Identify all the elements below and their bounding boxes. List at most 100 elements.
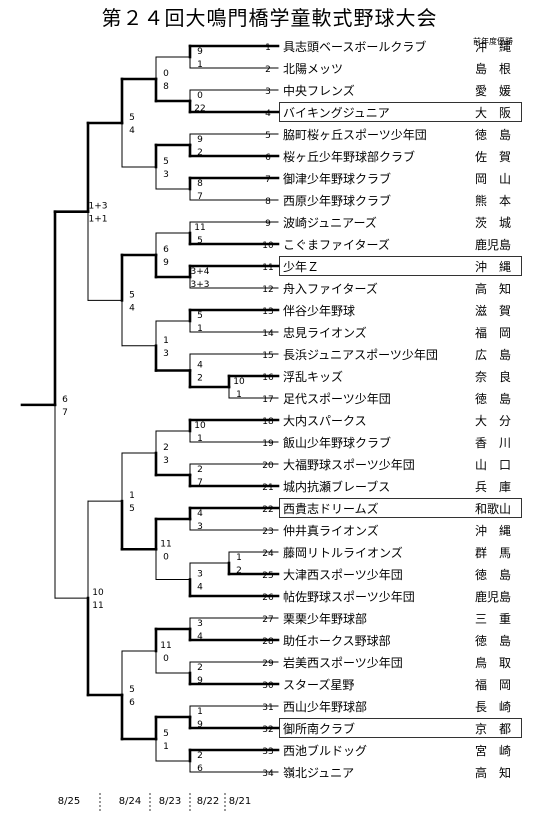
team-name: こぐまファイターズ [283,237,390,252]
score-label: 0 [163,552,169,562]
team-prefecture: 高 知 [475,281,511,296]
team-name: 助任ホークス野球部 [283,633,391,648]
team-prefecture: 京 都 [475,722,511,736]
team-number: 24 [262,549,274,559]
team-name: 西貴志ドリームズ [283,501,379,516]
score-label: 9 [197,720,203,730]
team-number: 10 [262,241,274,251]
score-label: 8 [163,82,169,92]
team-prefecture: 熊 本 [475,193,511,208]
score-label: 0 [163,69,169,79]
round-date: 8/22 [197,796,219,807]
previous-winner-box [279,256,522,276]
score-label: 3+4 [191,267,210,277]
score-label: 9 [197,135,203,145]
team-prefecture: 沖 縄 [475,39,511,54]
score-label: 1 [129,491,135,501]
team-name: 北陽メッツ [283,62,343,76]
team-prefecture: 滋 賀 [475,304,511,318]
team-number: 9 [265,219,271,229]
score-label: 2 [197,465,203,475]
team-number: 11 [262,263,273,273]
team-number: 17 [262,395,273,405]
team-prefecture: 沖 縄 [475,259,511,274]
score-label: 5 [129,685,135,695]
team-name: 西原少年野球クラブ [283,193,391,208]
score-label: 7 [62,408,68,418]
score-label: 2 [236,566,242,576]
team-number: 6 [265,153,271,163]
score-label: 9 [197,47,203,57]
team-name: 城内抗瀬ブレーブス [283,479,390,494]
team-prefecture: 茨 城 [475,216,511,230]
team-number: 27 [262,615,273,625]
team-prefecture: 沖 縄 [475,523,511,538]
team-prefecture: 兵 庫 [475,480,511,494]
score-label: 5 [129,290,135,300]
score-label: 6 [62,395,68,405]
team-prefecture: 島 根 [475,61,511,76]
team-prefecture: 鹿児島 [475,589,511,604]
team-prefecture: 岡 山 [475,172,511,186]
team-number: 20 [262,461,274,471]
score-label: 1 [163,742,169,752]
score-label: 5 [129,113,135,123]
team-number: 16 [262,373,274,383]
score-label: 4 [197,361,203,371]
team-number: 13 [262,307,273,317]
score-label: 4 [129,126,135,136]
team-prefecture: 福 岡 [475,677,511,692]
score-label: 3 [197,619,203,629]
score-label: 7 [197,192,203,202]
score-label: 3 [197,570,203,580]
score-label: 1 [236,390,242,400]
score-label: 4 [197,583,203,593]
round-date: 8/24 [119,796,141,807]
team-number: 14 [262,329,274,339]
team-prefecture: 愛 媛 [475,84,511,98]
team-name: 波崎ジュニアーズ [283,215,377,230]
score-label: 0 [197,91,203,101]
score-label: 5 [163,157,169,167]
team-name: 脇町桜ヶ丘スポーツ少年団 [283,128,427,142]
score-label: 10 [194,421,206,431]
team-name: 栗栗少年野球部 [283,611,367,626]
team-number: 19 [262,439,274,449]
team-name: バイキングジュニア [283,106,390,120]
team-name: スターズ星野 [283,677,354,692]
team-prefecture: 群 馬 [475,546,511,560]
team-name: 桜ヶ丘少年野球部クラブ [283,149,415,164]
score-label: 1+1 [89,215,108,225]
score-label: 1 [197,707,203,717]
team-name: 西池ブルドッグ [283,743,367,758]
team-number: 29 [262,659,274,669]
team-name: 少年Ｚ [283,260,319,274]
score-label: 5 [163,729,169,739]
score-label: 9 [163,258,169,268]
team-number: 2 [265,65,271,75]
team-number: 22 [262,505,273,515]
score-label: 3 [163,170,169,180]
team-number: 33 [262,747,273,757]
team-name: 大福野球スポーツ少年団 [283,457,415,472]
score-label: 2 [197,374,203,384]
score-label: 10 [92,588,104,598]
score-label: 3 [197,522,203,532]
score-label: 4 [197,632,203,642]
score-label: 1 [197,324,203,334]
team-number: 4 [265,109,271,119]
score-label: 6 [163,245,169,255]
tournament-title: 第２４回大鳴門橋学童軟式野球大会 [101,6,438,30]
score-label: 1 [197,434,203,444]
team-prefecture: 高 知 [475,765,511,780]
team-name: 藤岡リトルライオンズ [283,545,403,560]
team-name: 大内スパークス [283,414,367,428]
team-prefecture: 大 阪 [475,106,511,120]
team-name: 飯山少年野球クラブ [283,435,391,450]
team-number: 28 [262,637,274,647]
team-number: 12 [262,285,273,295]
team-number: 8 [265,197,271,207]
team-number: 5 [265,131,271,141]
previous-winner-box [279,498,522,518]
team-number: 26 [262,593,274,603]
